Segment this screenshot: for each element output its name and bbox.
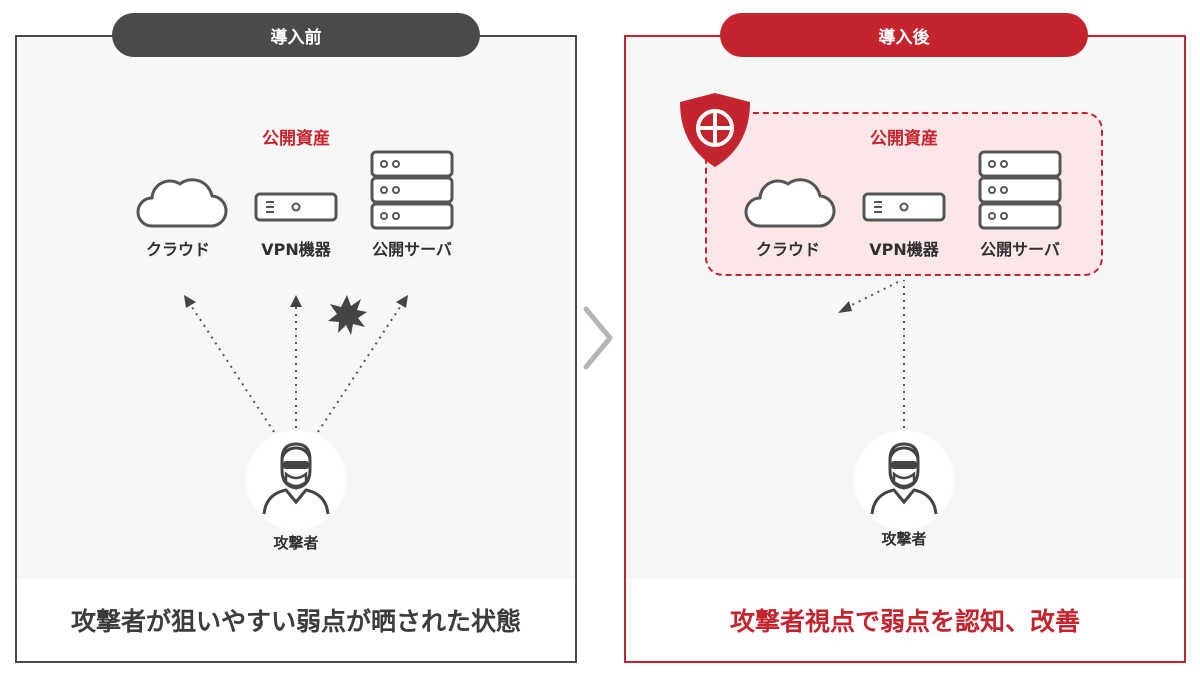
group-title-after: 公開資産 (870, 129, 938, 149)
attacker-icon (262, 442, 330, 515)
vpn-device-icon (862, 192, 946, 222)
attacker-label-before: 攻撃者 (273, 534, 319, 552)
label-cloud-before: クラウド (145, 240, 210, 259)
badge-after: 導入後 (720, 13, 1088, 57)
server-rack-icon (978, 150, 1062, 230)
burst-icon (328, 295, 367, 335)
label-cloud-after: クラウド (755, 240, 820, 259)
attacker-label-after: 攻撃者 (881, 530, 927, 548)
caption-after: 攻撃者視点で弱点を認知、改善 (626, 579, 1184, 661)
vpn-device-icon (254, 192, 338, 222)
group-title-before: 公開資産 (262, 129, 330, 149)
label-server-before: 公開サーバ (372, 240, 452, 259)
label-vpn-before: VPN機器 (261, 240, 331, 259)
panel-before: 攻撃者が狙いやすい弱点が晒された状態 (15, 35, 577, 663)
server-rack-icon (370, 150, 454, 230)
label-server-after: 公開サーバ (980, 240, 1060, 259)
cloud-icon (136, 178, 228, 228)
shield-icon (680, 93, 750, 167)
cloud-icon (744, 178, 836, 228)
badge-before: 導入前 (112, 13, 480, 57)
label-vpn-after: VPN機器 (869, 240, 939, 259)
chevron-right-icon (583, 306, 613, 370)
attacker-icon (870, 442, 938, 515)
caption-before: 攻撃者が狙いやすい弱点が晒された状態 (17, 579, 575, 661)
